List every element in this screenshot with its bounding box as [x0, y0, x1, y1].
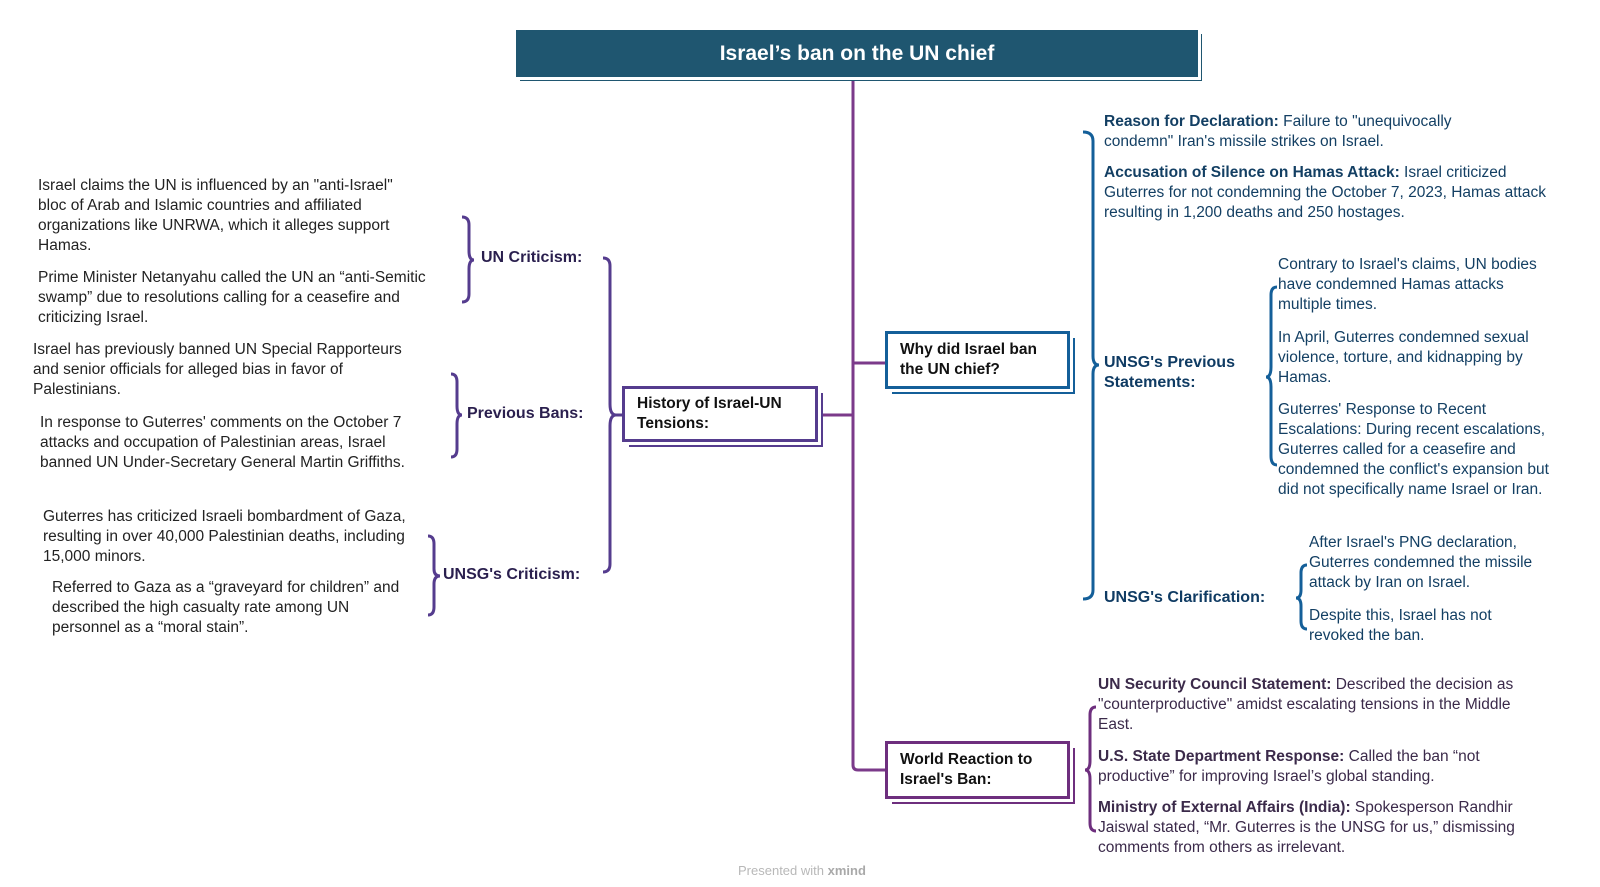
- reason-for-declaration: Reason for Declaration: Failure to "uneq…: [1104, 112, 1524, 152]
- previous-statements-label[interactable]: UNSG's Previous Statements:: [1104, 354, 1235, 391]
- world-item-unsc-title: UN Security Council Statement:: [1098, 676, 1332, 693]
- why-label: Why did Israel ban the UN chief?: [900, 341, 1037, 378]
- previous-bans-item-2: In response to Guterres' comments on the…: [40, 414, 405, 471]
- accusation-title: Accusation of Silence on Hamas Attack:: [1104, 164, 1400, 181]
- previous-bans-item-1: Israel has previously banned UN Special …: [33, 341, 402, 398]
- world-reaction-topic[interactable]: World Reaction to Israel's Ban:: [885, 741, 1070, 799]
- world-label: World Reaction to Israel's Ban:: [900, 751, 1033, 788]
- history-topic[interactable]: History of Israel-UN Tensions:: [622, 386, 818, 442]
- world-item-unsc-text: Described the decision as "counterproduc…: [1098, 676, 1514, 733]
- clarification-item-2: Despite this, Israel has not revoked the…: [1309, 607, 1492, 644]
- un-criticism-label[interactable]: UN Criticism:: [481, 249, 583, 266]
- history-label: History of Israel-UN Tensions:: [637, 395, 782, 432]
- previous-statements-item-1: Contrary to Israel's claims, UN bodies h…: [1278, 256, 1537, 313]
- clarification-label[interactable]: UNSG's Clarification:: [1104, 589, 1266, 606]
- world-item-us-text: Called the ban “not productive” for impr…: [1098, 748, 1480, 785]
- unsg-criticism-item-1: Guterres has criticized Israeli bombardm…: [43, 508, 406, 565]
- previous-bans-label[interactable]: Previous Bans:: [467, 405, 584, 422]
- root-topic[interactable]: Israel’s ban on the UN chief: [516, 30, 1198, 77]
- world-item-india-title: Ministry of External Affairs (India):: [1098, 799, 1351, 816]
- unsg-criticism-label[interactable]: UNSG's Criticism:: [443, 566, 581, 583]
- world-item-us: U.S. State Department Response: Called t…: [1098, 747, 1548, 787]
- root-title: Israel’s ban on the UN chief: [719, 41, 995, 65]
- presented-with-footer: Presented with xmind: [738, 863, 866, 878]
- previous-statements-item-2: In April, Guterres condemned sexual viol…: [1278, 329, 1529, 386]
- accusation-text: Israel criticized Guterres for not conde…: [1104, 164, 1546, 221]
- world-item-india: Ministry of External Affairs (India): Sp…: [1098, 798, 1538, 858]
- clarification-item-1: After Israel's PNG declaration, Guterres…: [1309, 534, 1533, 591]
- un-criticism-item-1: Israel claims the UN is influenced by an…: [38, 177, 393, 254]
- why-topic[interactable]: Why did Israel ban the UN chief?: [885, 331, 1070, 389]
- accusation-of-silence: Accusation of Silence on Hamas Attack: I…: [1104, 163, 1549, 223]
- world-item-us-title: U.S. State Department Response:: [1098, 748, 1345, 765]
- previous-statements-item-3: Guterres' Response to Recent Escalations…: [1278, 401, 1549, 498]
- footer-prefix: Presented with: [738, 863, 828, 878]
- unsg-criticism-item-2: Referred to Gaza as a “graveyard for chi…: [52, 579, 400, 636]
- reason-title: Reason for Declaration:: [1104, 113, 1279, 130]
- reason-text: Failure to "unequivocally condemn" Iran'…: [1104, 113, 1452, 150]
- xmind-logo-text: xmind: [827, 863, 866, 878]
- world-item-india-text: Spokesperson Randhir Jaiswal stated, “Mr…: [1098, 799, 1515, 856]
- world-item-unsc: UN Security Council Statement: Described…: [1098, 675, 1518, 735]
- un-criticism-item-2: Prime Minister Netanyahu called the UN a…: [38, 269, 426, 326]
